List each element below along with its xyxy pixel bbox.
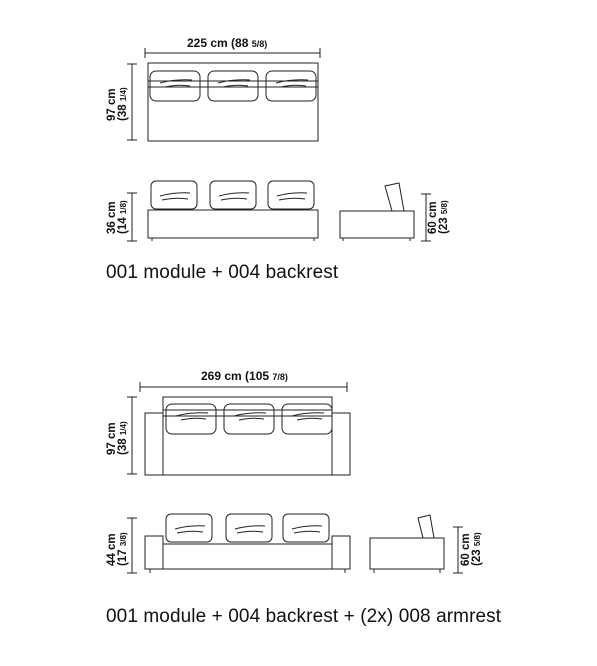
config-b-top-view: [127, 382, 351, 476]
config-b-caption: 001 module + 004 backrest + (2x) 008 arm…: [106, 606, 502, 627]
config-a-width-dimension: 225 cm (88 5/8): [187, 36, 268, 50]
config-b-width-dimension: 269 cm (105 7/8): [201, 369, 288, 383]
config-b-side-view: [369, 514, 463, 574]
config-a-depth-dimension: 97 cm (38 1/4): [106, 87, 129, 121]
config-a-top-view: [127, 48, 321, 142]
config-a-caption: 001 module + 004 backrest: [106, 262, 339, 283]
config-b-back-height-dimension: 60 cm (23 5/8): [460, 532, 483, 566]
config-a-front-view: [127, 180, 319, 242]
config-b-front-view: [127, 513, 351, 574]
config-b-depth-dimension: 97 cm (38 1/4): [106, 421, 129, 455]
config-a-side-view: [339, 182, 431, 242]
config-a-seat-height-dimension: 36 cm (14 1/8): [106, 200, 129, 234]
config-a-back-height-dimension: 60 cm (23 5/8): [427, 200, 450, 234]
config-b-seat-height-dimension: 44 cm (17 3/8): [106, 532, 129, 566]
